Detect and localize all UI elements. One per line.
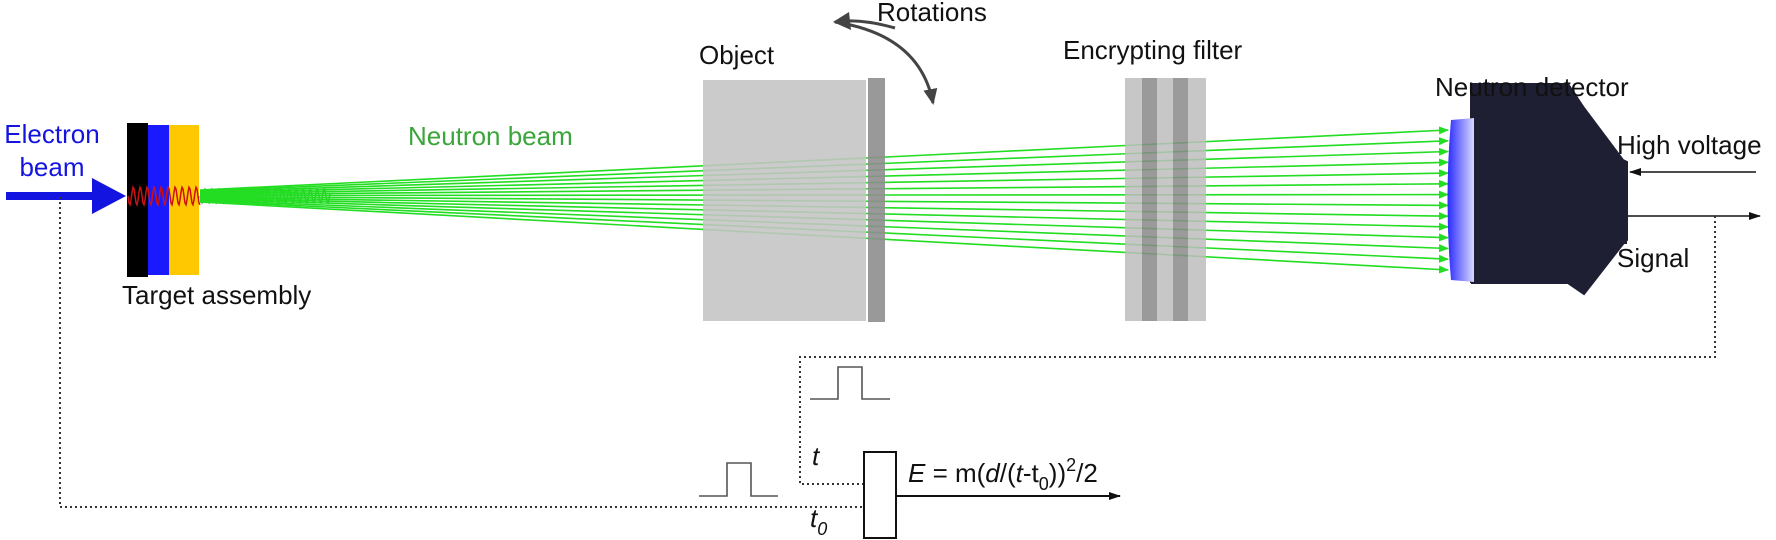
processing-box bbox=[863, 451, 897, 539]
timing-lines bbox=[59, 197, 1716, 508]
t-pulse bbox=[810, 366, 890, 400]
object-label: Object bbox=[699, 40, 775, 70]
rotation-arrowhead-left bbox=[833, 12, 851, 30]
detector-face bbox=[1447, 118, 1474, 282]
rotation-arrow-right bbox=[834, 20, 938, 105]
high-voltage-label: High voltage bbox=[1617, 130, 1762, 160]
electron-beam-arrow bbox=[6, 178, 126, 214]
object-block bbox=[703, 80, 866, 321]
t0-label: t0 bbox=[810, 503, 827, 539]
encrypting-filter-label: Encrypting filter bbox=[1063, 35, 1243, 65]
neutron-beam-label: Neutron beam bbox=[408, 121, 573, 151]
t-dotted-line bbox=[799, 216, 1716, 485]
energy-formula: E = m(d/(t-t0))2/2 bbox=[908, 455, 1098, 494]
signal-label: Signal bbox=[1617, 243, 1689, 273]
t0-pulse bbox=[699, 462, 778, 497]
neutron-detector-label: Neutron detector bbox=[1435, 72, 1629, 102]
object bbox=[703, 78, 885, 322]
neutron-detector bbox=[1447, 83, 1628, 296]
target-assembly bbox=[127, 123, 201, 277]
object-plate bbox=[868, 78, 885, 322]
t0-dotted-line bbox=[59, 197, 866, 508]
target-assembly-label: Target assembly bbox=[122, 280, 311, 310]
electron-wave bbox=[127, 185, 201, 207]
rotations-label: Rotations bbox=[877, 0, 987, 27]
encrypting-filter bbox=[1125, 78, 1206, 321]
electron-beam-label-line1: Electron bbox=[4, 119, 99, 149]
t-label: t bbox=[812, 441, 821, 471]
electron-beam-label-line2: beam bbox=[19, 152, 84, 182]
